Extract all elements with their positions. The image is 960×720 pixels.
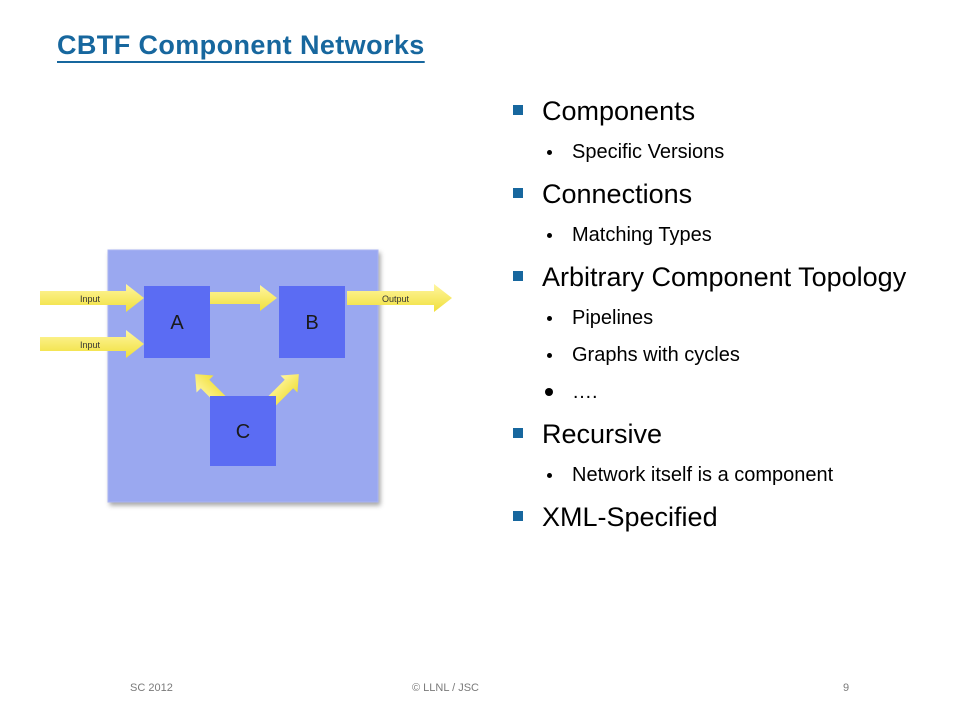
bullet-text: Recursive — [542, 419, 663, 449]
input-arrow-2 — [40, 330, 144, 358]
output-label: Output — [382, 294, 410, 304]
component-network-diagram: Input Input Output A B C — [40, 249, 452, 503]
sub-bullet-graphs-with-cycles: Graphs with cycles — [508, 343, 948, 367]
dot-bullet-icon — [547, 316, 552, 321]
component-a — [144, 286, 210, 358]
sub-bullet-network-component: Network itself is a component — [508, 463, 948, 487]
slide-title: CBTF Component Networks — [57, 30, 425, 60]
square-bullet-icon — [513, 105, 523, 115]
input-label-2: Input — [80, 340, 101, 350]
component-c-label: C — [236, 421, 250, 443]
dot-bullet-icon — [547, 233, 552, 238]
sub-bullet-matching-types: Matching Types — [508, 223, 948, 247]
footer-page-number: 9 — [843, 682, 850, 694]
component-b — [279, 286, 345, 358]
bullet-text: Connections — [542, 179, 693, 209]
sub-bullet-ellipsis: …. — [508, 380, 948, 404]
dot-bullet-icon — [547, 353, 552, 358]
bullet-list: Components Specific Versions Connections… — [508, 95, 948, 533]
sub-bullet-text: Network itself is a component — [572, 464, 834, 486]
sub-bullet-text: Matching Types — [572, 224, 712, 246]
output-arrow — [347, 284, 452, 312]
dot-bullet-icon — [547, 473, 552, 478]
arrow-a-to-b — [210, 285, 277, 311]
component-c — [210, 396, 276, 466]
bullet-xml-specified: XML-Specified — [508, 501, 948, 533]
sub-bullet-pipelines: Pipelines — [508, 306, 948, 330]
bullet-recursive: Recursive — [508, 418, 948, 450]
footer-event: SC 2012 — [130, 682, 173, 694]
bullet-text: Arbitrary Component Topology — [542, 262, 907, 292]
dot-bullet-icon — [545, 388, 553, 396]
bullet-text: XML-Specified — [542, 502, 718, 532]
square-bullet-icon — [513, 271, 523, 281]
footer-copyright: © LLNL / JSC — [412, 682, 479, 694]
square-bullet-icon — [513, 511, 523, 521]
sub-bullet-text: …. — [572, 381, 598, 403]
component-a-label: A — [170, 312, 184, 334]
sub-bullet-text: Pipelines — [572, 307, 654, 329]
sub-bullet-text: Graphs with cycles — [572, 344, 740, 366]
sub-bullet-text: Specific Versions — [572, 141, 725, 163]
bullet-text: Components — [542, 96, 696, 126]
sub-bullet-specific-versions: Specific Versions — [508, 140, 948, 164]
bullet-connections: Connections — [508, 178, 948, 210]
component-b-label: B — [305, 312, 318, 334]
input-arrow-1 — [40, 284, 144, 312]
input-label-1: Input — [80, 294, 101, 304]
square-bullet-icon — [513, 428, 523, 438]
bullet-arbitrary-topology: Arbitrary Component Topology — [508, 261, 948, 293]
bullet-components: Components — [508, 95, 948, 127]
square-bullet-icon — [513, 188, 523, 198]
dot-bullet-icon — [547, 150, 552, 155]
